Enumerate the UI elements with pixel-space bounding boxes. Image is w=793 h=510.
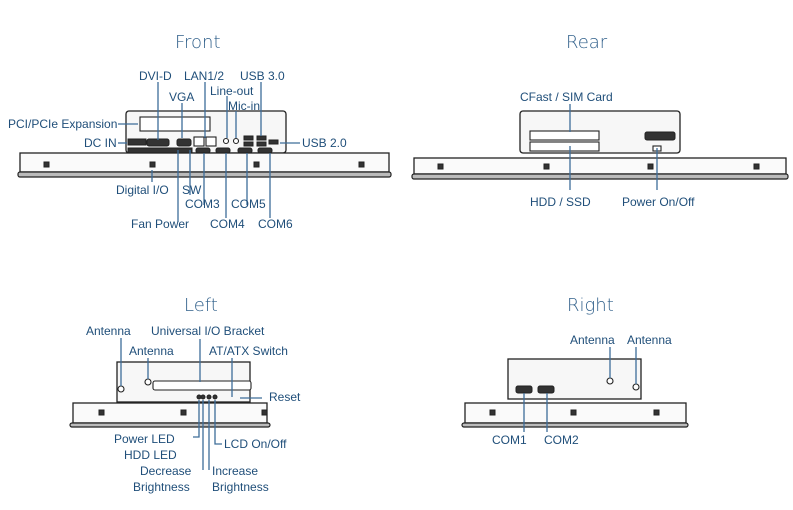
label-universal-io-bracket: Universal I/O Bracket — [151, 324, 265, 338]
label-vga: VGA — [169, 90, 195, 104]
label-hdd-led: HDD LED — [124, 448, 177, 462]
left-title: Left — [184, 295, 218, 316]
label-increase-brightness-2: Brightness — [212, 480, 269, 494]
label-com2: COM2 — [544, 433, 579, 447]
label-cfast-sim: CFast / SIM Card — [520, 90, 613, 104]
label-hdd-ssd: HDD / SSD — [530, 195, 591, 209]
label-com4: COM4 — [210, 217, 245, 231]
label-right-antenna-1: Antenna — [570, 333, 615, 347]
label-antenna-2: Antenna — [129, 344, 174, 358]
right-view-drawing — [461, 358, 689, 428]
label-pci-expansion: PCI/PCIe Expansion — [8, 117, 118, 131]
left-view-drawing — [69, 361, 271, 428]
right-title: Right — [567, 295, 614, 316]
label-right-antenna-2: Antenna — [627, 333, 672, 347]
label-com5: COM5 — [231, 197, 266, 211]
label-usb3: USB 3.0 — [240, 69, 285, 83]
label-com1: COM1 — [492, 433, 527, 447]
label-digital-io: Digital I/O — [116, 183, 169, 197]
label-lcd-on-off: LCD On/Off — [224, 437, 287, 451]
label-increase-brightness-1: Increase — [212, 464, 259, 478]
label-lan: LAN1/2 — [184, 69, 225, 83]
label-reset: Reset — [269, 390, 301, 404]
label-fan-power: Fan Power — [131, 217, 190, 231]
leader-lines — [118, 82, 658, 470]
label-line-out: Line-out — [210, 84, 254, 98]
label-decrease-brightness-1: Decrease — [140, 464, 192, 478]
label-sw: SW — [182, 183, 202, 197]
label-com6: COM6 — [258, 217, 293, 231]
label-com3: COM3 — [185, 197, 220, 211]
label-dvi-d: DVI-D — [139, 69, 172, 83]
label-antenna-1: Antenna — [86, 324, 131, 338]
label-decrease-brightness-2: Brightness — [133, 480, 190, 494]
label-power-led: Power LED — [114, 432, 175, 446]
label-at-atx-switch: AT/ATX Switch — [209, 344, 288, 358]
label-usb2: USB 2.0 — [302, 136, 347, 150]
label-mic-in: Mic-in — [228, 99, 260, 113]
front-title: Front — [175, 32, 221, 53]
label-power-on-off: Power On/Off — [622, 195, 695, 209]
rear-title: Rear — [566, 32, 608, 53]
rear-view-drawing — [411, 110, 789, 180]
label-dc-in: DC IN — [84, 136, 117, 150]
